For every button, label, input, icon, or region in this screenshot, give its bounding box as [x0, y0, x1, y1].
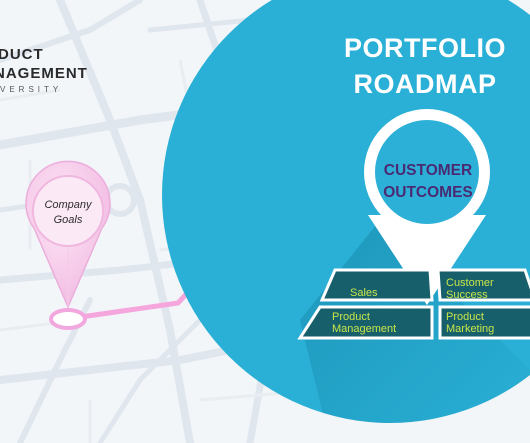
pin-line-2: OUTCOMES: [383, 184, 473, 201]
brand-line-2: NAGEMENT: [0, 65, 88, 82]
title-line-1: PORTFOLIO: [344, 33, 506, 63]
goal-line-1: Company: [44, 199, 92, 211]
product-marketing-label: Product Marketing: [446, 311, 494, 335]
company-goals-pin: [25, 160, 111, 330]
goal-line-2: Goals: [53, 214, 83, 226]
title-line-2: ROADMAP: [353, 69, 497, 99]
product-marketing-line-1: Product: [446, 311, 484, 323]
page-title: PORTFOLIO ROADMAP: [340, 30, 510, 102]
customer-success-line-2: Success: [446, 289, 488, 301]
brand-line-1: DUCT: [0, 46, 44, 63]
product-marketing-line-2: Marketing: [446, 323, 495, 335]
function-grid: [297, 268, 530, 340]
customer-outcomes-label: CUSTOMER OUTCOMES: [378, 160, 478, 204]
brand-line-3: VERSITY: [0, 85, 63, 94]
product-management-line-2: Management: [332, 323, 397, 335]
product-management-label: Product Management: [332, 311, 396, 335]
sales-label: Sales: [350, 287, 378, 299]
customer-success-line-1: Customer: [446, 277, 494, 289]
customer-success-label: Customer Success: [446, 277, 494, 301]
company-goals-label: Company Goals: [30, 198, 106, 228]
pin-line-1: CUSTOMER: [383, 162, 473, 179]
brand-logo: DUCT NAGEMENT VERSITY: [0, 45, 88, 94]
product-management-line-1: Product: [332, 311, 370, 323]
customer-outcomes-pin: [364, 109, 490, 305]
